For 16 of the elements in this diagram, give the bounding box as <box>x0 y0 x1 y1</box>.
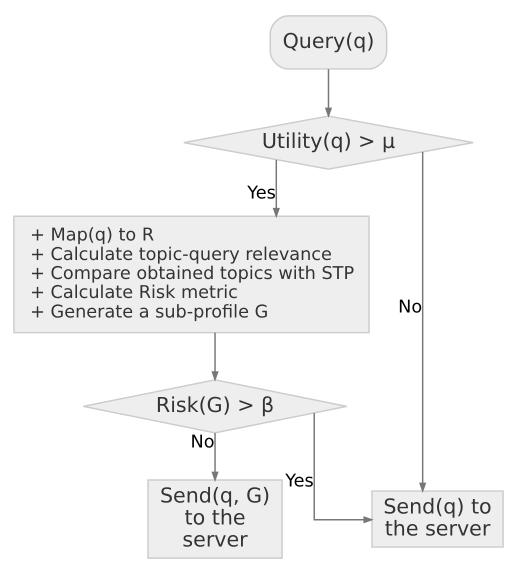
edge-label: Yes <box>247 183 276 204</box>
edge-label: No <box>398 298 422 318</box>
node-diamond: Utility(q) > μ <box>183 115 474 170</box>
edge-label: Yes <box>285 471 314 492</box>
node-box: Query(q) <box>270 15 388 70</box>
arrow <box>419 152 426 493</box>
arrow <box>211 332 219 382</box>
arrow <box>324 69 332 118</box>
node-box: Send(q) to the server <box>371 490 504 548</box>
node-box: + Map(q) to R + Calculate topic-query relevance + Compare obtained topics with STP + Calculate Risk metric + Generate a sub-profile G <box>13 216 370 334</box>
edge-label: No <box>190 432 215 453</box>
arrow <box>211 433 219 482</box>
node-diamond: Risk(G) > β <box>82 379 348 434</box>
arrow <box>272 160 280 218</box>
node-box: Send(q, G) to the server <box>147 479 283 559</box>
arrow <box>314 413 374 524</box>
